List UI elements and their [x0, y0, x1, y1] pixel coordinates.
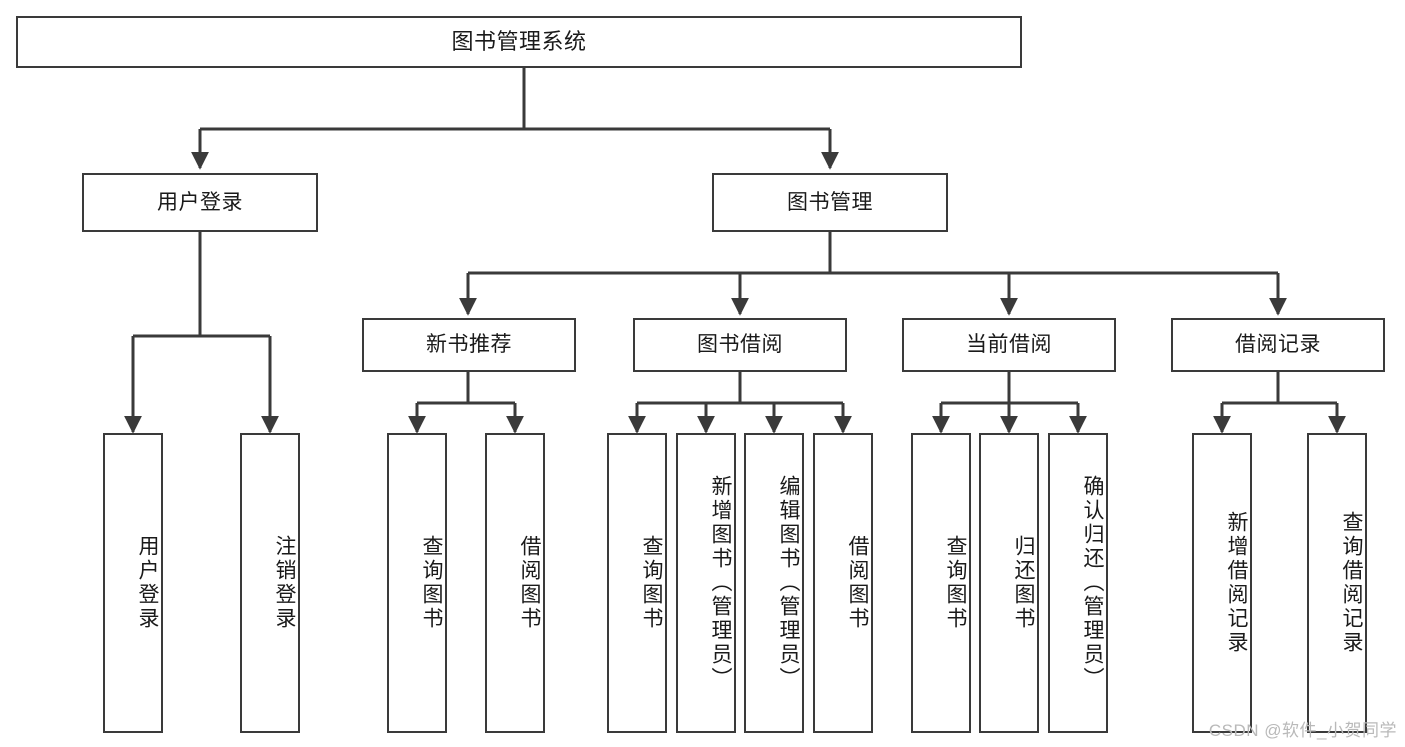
leaf-return-book[interactable]: 归还图书: [979, 433, 1039, 733]
leaf-user-login[interactable]: 用户登录: [103, 433, 163, 733]
node-borrow-record[interactable]: 借阅记录: [1171, 318, 1385, 372]
leaf-query-record-label: 查询借阅记录: [1340, 511, 1363, 655]
leaf-borrow-book-1[interactable]: 借阅图书: [485, 433, 545, 733]
leaf-query-book-2-label: 查询图书: [640, 535, 663, 631]
node-user-login[interactable]: 用户登录: [82, 173, 318, 232]
leaf-borrow-book-2[interactable]: 借阅图书: [813, 433, 873, 733]
node-root-label: 图书管理系统: [451, 28, 587, 54]
leaf-borrow-book-1-label: 借阅图书: [518, 535, 541, 631]
leaf-query-record[interactable]: 查询借阅记录: [1307, 433, 1367, 733]
leaf-add-book-label: 新增图书（管理员）: [709, 475, 732, 691]
node-book-manage[interactable]: 图书管理: [712, 173, 948, 232]
leaf-return-book-label: 归还图书: [1012, 535, 1035, 631]
leaf-query-book-3[interactable]: 查询图书: [911, 433, 971, 733]
leaf-edit-book[interactable]: 编辑图书（管理员）: [744, 433, 804, 733]
leaf-query-book-2[interactable]: 查询图书: [607, 433, 667, 733]
leaf-add-record[interactable]: 新增借阅记录: [1192, 433, 1252, 733]
node-book-borrow-label: 图书借阅: [697, 333, 783, 357]
node-new-book-recommend[interactable]: 新书推荐: [362, 318, 576, 372]
node-new-book-recommend-label: 新书推荐: [426, 333, 512, 357]
leaf-confirm-return[interactable]: 确认归还（管理员）: [1048, 433, 1108, 733]
node-current-borrow-label: 当前借阅: [966, 333, 1052, 357]
node-current-borrow[interactable]: 当前借阅: [902, 318, 1116, 372]
leaf-add-book[interactable]: 新增图书（管理员）: [676, 433, 736, 733]
leaf-borrow-book-2-label: 借阅图书: [846, 535, 869, 631]
leaf-query-book-1-label: 查询图书: [420, 535, 443, 631]
leaf-query-book-1[interactable]: 查询图书: [387, 433, 447, 733]
node-root[interactable]: 图书管理系统: [16, 16, 1022, 68]
watermark: CSDN @软件_小贺同学: [1208, 721, 1397, 740]
node-user-login-label: 用户登录: [157, 190, 243, 214]
node-book-manage-label: 图书管理: [787, 190, 873, 214]
leaf-add-record-label: 新增借阅记录: [1225, 511, 1248, 655]
leaf-user-login-label: 用户登录: [136, 535, 159, 631]
leaf-query-book-3-label: 查询图书: [944, 535, 967, 631]
leaf-logout-login[interactable]: 注销登录: [240, 433, 300, 733]
leaf-edit-book-label: 编辑图书（管理员）: [777, 475, 800, 691]
leaf-confirm-return-label: 确认归还（管理员）: [1081, 475, 1104, 691]
node-borrow-record-label: 借阅记录: [1235, 333, 1321, 357]
leaf-logout-login-label: 注销登录: [273, 535, 296, 631]
node-book-borrow[interactable]: 图书借阅: [633, 318, 847, 372]
